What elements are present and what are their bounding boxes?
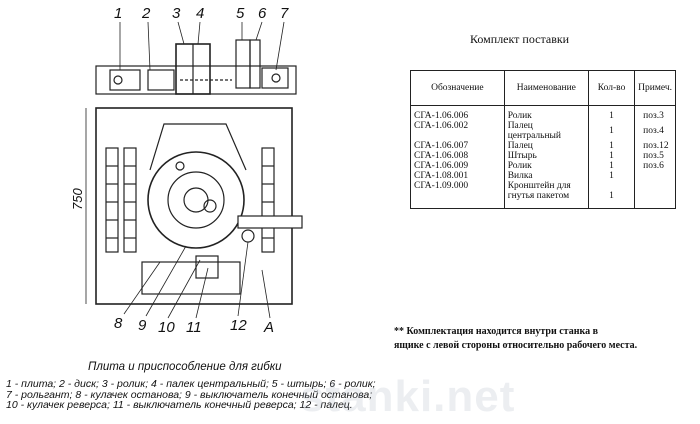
callout-5: 5	[236, 5, 245, 22]
table-row: СГА-1.09.000 Кронштейн для гнутья пакето…	[410, 181, 676, 209]
top-view	[95, 39, 297, 95]
col-note: Примеч.	[634, 70, 676, 106]
row-note: поз.6	[634, 161, 676, 172]
dimension-label: 750	[70, 188, 85, 210]
callout-1: 1	[114, 5, 123, 22]
row-name: Кронштейн для гнутья пакетом	[503, 181, 589, 209]
table-row: СГА-1.06.008 Штырь 1 поз.5	[410, 151, 676, 162]
drawing-legend: 1 - плита; 2 - диск; 3 - ролик; 4 - пале…	[6, 378, 376, 411]
callout-a: A	[264, 319, 275, 336]
callout-9: 9	[138, 317, 147, 334]
row-qty: 1	[587, 151, 636, 162]
callout-11: 11	[186, 319, 202, 336]
callout-2: 2	[142, 5, 151, 22]
callout-12: 12	[230, 317, 247, 334]
row-code: СГА-1.09.000	[410, 181, 505, 209]
row-code: СГА-1.06.002	[410, 121, 505, 142]
col-code: Обозначение	[410, 70, 505, 106]
row-note	[634, 181, 676, 209]
row-code: СГА-1.06.006	[410, 105, 505, 122]
bending-bar	[237, 215, 303, 229]
row-qty: 1	[587, 141, 636, 152]
row-qty: 1	[587, 161, 636, 172]
table-row: СГА-1.06.009 Ролик 1 поз.6	[410, 161, 676, 172]
row-note: поз.12	[634, 141, 676, 152]
callout-10: 10	[158, 319, 175, 336]
table-row: СГА-1.06.007 Палец 1 поз.12	[410, 141, 676, 152]
callout-4: 4	[196, 5, 205, 22]
row-note: поз.5	[634, 151, 676, 162]
row-qty: 1	[587, 121, 636, 142]
supply-footnote: ** Комплектация находится внутри станка …	[394, 325, 637, 352]
rollgang-left	[105, 147, 137, 253]
plate	[95, 107, 293, 305]
row-qty: 1	[587, 105, 636, 122]
disc	[147, 151, 255, 249]
supply-footnote-line1: ** Комплектация находится внутри станка …	[394, 326, 598, 337]
row-qty: 1	[587, 181, 636, 209]
row-name: Ролик	[503, 105, 589, 122]
supply-title: Комплект поставки	[470, 32, 570, 46]
drawing-caption: Плита и приспособление для гибки	[88, 361, 282, 373]
supply-header-row: Обозначение Наименование Кол-во Примеч.	[410, 70, 676, 106]
row-note: поз.4	[634, 121, 676, 142]
row-note: поз.3	[634, 105, 676, 122]
rollgang-right	[261, 147, 275, 253]
callout-6: 6	[258, 5, 267, 22]
table-row: СГА-1.06.006 Ролик 1 поз.3	[410, 105, 676, 122]
callout-8: 8	[114, 315, 123, 332]
supply-table: Обозначение Наименование Кол-во Примеч. …	[410, 70, 676, 209]
table-row: СГА-1.06.002 Палец центральный 1 поз.4	[410, 121, 676, 142]
row-qty: 1	[587, 171, 636, 182]
col-qty: Кол-во	[587, 70, 636, 106]
callout-3: 3	[172, 5, 181, 22]
supply-footnote-line2: ящике с левой стороны относительно рабоч…	[394, 339, 638, 351]
bottom-bracket	[141, 255, 241, 295]
watermark: stanki.net	[300, 372, 516, 421]
row-name: Палец центральный	[503, 121, 589, 142]
col-name: Наименование	[503, 70, 589, 106]
leader-lines	[119, 21, 285, 319]
row-note	[634, 171, 676, 182]
table-row: СГА-1.08.001 Вилка 1	[410, 171, 676, 182]
callout-7: 7	[280, 5, 289, 22]
